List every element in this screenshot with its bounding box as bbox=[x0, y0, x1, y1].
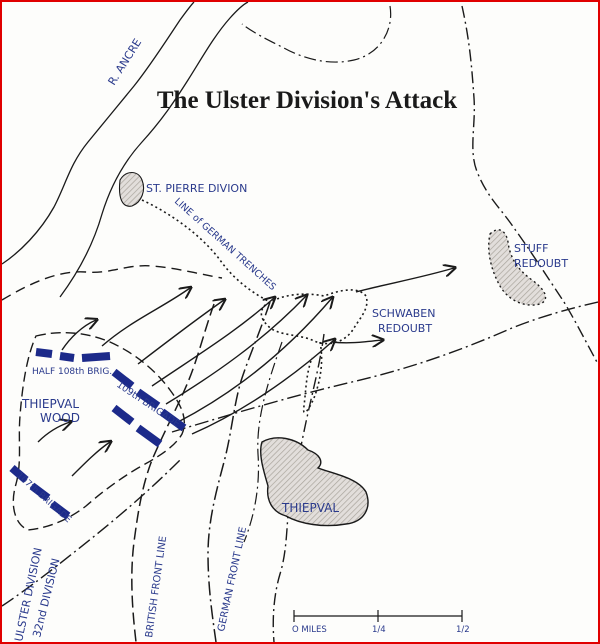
half-108th-brigade-label: HALF 108th BRIG. bbox=[32, 367, 112, 377]
scale-bar bbox=[293, 610, 463, 622]
st-pierre-divion-village bbox=[118, 171, 145, 207]
attack-arrow bbox=[191, 340, 334, 435]
thiepval-wood-outline bbox=[12, 331, 186, 531]
river-bank-left bbox=[2, 2, 195, 265]
main-road bbox=[171, 301, 598, 433]
brigade-bar bbox=[81, 352, 111, 362]
river-bank-right bbox=[59, 2, 249, 298]
brigade-bar bbox=[49, 500, 71, 520]
german-trenches-label: LINE of GERMAN TRENCHES bbox=[172, 196, 278, 293]
brigade-bar bbox=[29, 482, 51, 502]
brigade-bar bbox=[111, 404, 135, 426]
brigade-bar bbox=[111, 368, 135, 390]
109th-brigade-label: 109th BRIGADE bbox=[114, 379, 181, 429]
german-trench-line bbox=[141, 199, 271, 303]
attack-arrow bbox=[177, 298, 332, 423]
stuff-redoubt bbox=[488, 229, 547, 306]
road-southwest bbox=[243, 341, 283, 543]
attack-arrow bbox=[37, 422, 70, 443]
brigade-bar bbox=[135, 388, 161, 410]
attack-arrows bbox=[37, 268, 454, 477]
contour-east bbox=[461, 5, 598, 365]
brigade-bar bbox=[159, 408, 187, 432]
stuff-redoubt-label-2: REDOUBT bbox=[514, 257, 568, 270]
schwaben-redoubt-label-1: SCHWABEN bbox=[372, 307, 435, 320]
schwaben-redoubt-label-2: REDOUBT bbox=[378, 322, 432, 335]
attack-arrow bbox=[331, 340, 382, 343]
scale-label-half: 1/2 bbox=[456, 625, 470, 635]
schwaben-trench-spur bbox=[302, 341, 323, 414]
attack-arrow bbox=[71, 442, 110, 477]
attack-arrow bbox=[151, 298, 274, 387]
thiepval-label: THIEPVAL bbox=[281, 501, 339, 515]
thiepval-village bbox=[259, 437, 369, 527]
attack-arrow bbox=[355, 268, 454, 293]
107th-brigade-label: 107th BRIGADE bbox=[14, 471, 73, 526]
divisional-boundary bbox=[2, 459, 181, 607]
attack-arrow bbox=[101, 288, 190, 347]
attack-arrow bbox=[165, 296, 306, 405]
brigade-bar bbox=[9, 464, 29, 484]
stuff-redoubt-label-1: STUFF bbox=[514, 242, 548, 255]
german-front-line bbox=[207, 301, 271, 642]
british-front-line bbox=[131, 303, 215, 642]
attack-arrow bbox=[137, 300, 224, 365]
british-front-line-label: BRITISH FRONT LINE bbox=[144, 535, 169, 638]
thiepval-wood-label-2: WOOD bbox=[40, 411, 80, 425]
brigade-markers bbox=[9, 348, 187, 520]
brigade-bar bbox=[35, 348, 53, 358]
track-north bbox=[2, 265, 223, 301]
scale-label-quarter: 1/4 bbox=[372, 625, 386, 635]
st-pierre-divion-label: ST. PIERRE DIVION bbox=[146, 182, 247, 195]
scale-label-zero: O MILES bbox=[292, 625, 327, 635]
contour-north bbox=[241, 5, 392, 63]
brigade-bar bbox=[135, 424, 163, 448]
thiepval-wood-label-1: THIEPVAL bbox=[21, 397, 79, 411]
brigade-bar bbox=[59, 352, 75, 362]
schwaben-redoubt-outline bbox=[260, 289, 368, 345]
map-title: The Ulster Division's Attack bbox=[157, 87, 457, 114]
german-front-line-label: GERMAN FRONT LINE bbox=[216, 526, 249, 633]
attack-arrow bbox=[61, 320, 96, 351]
